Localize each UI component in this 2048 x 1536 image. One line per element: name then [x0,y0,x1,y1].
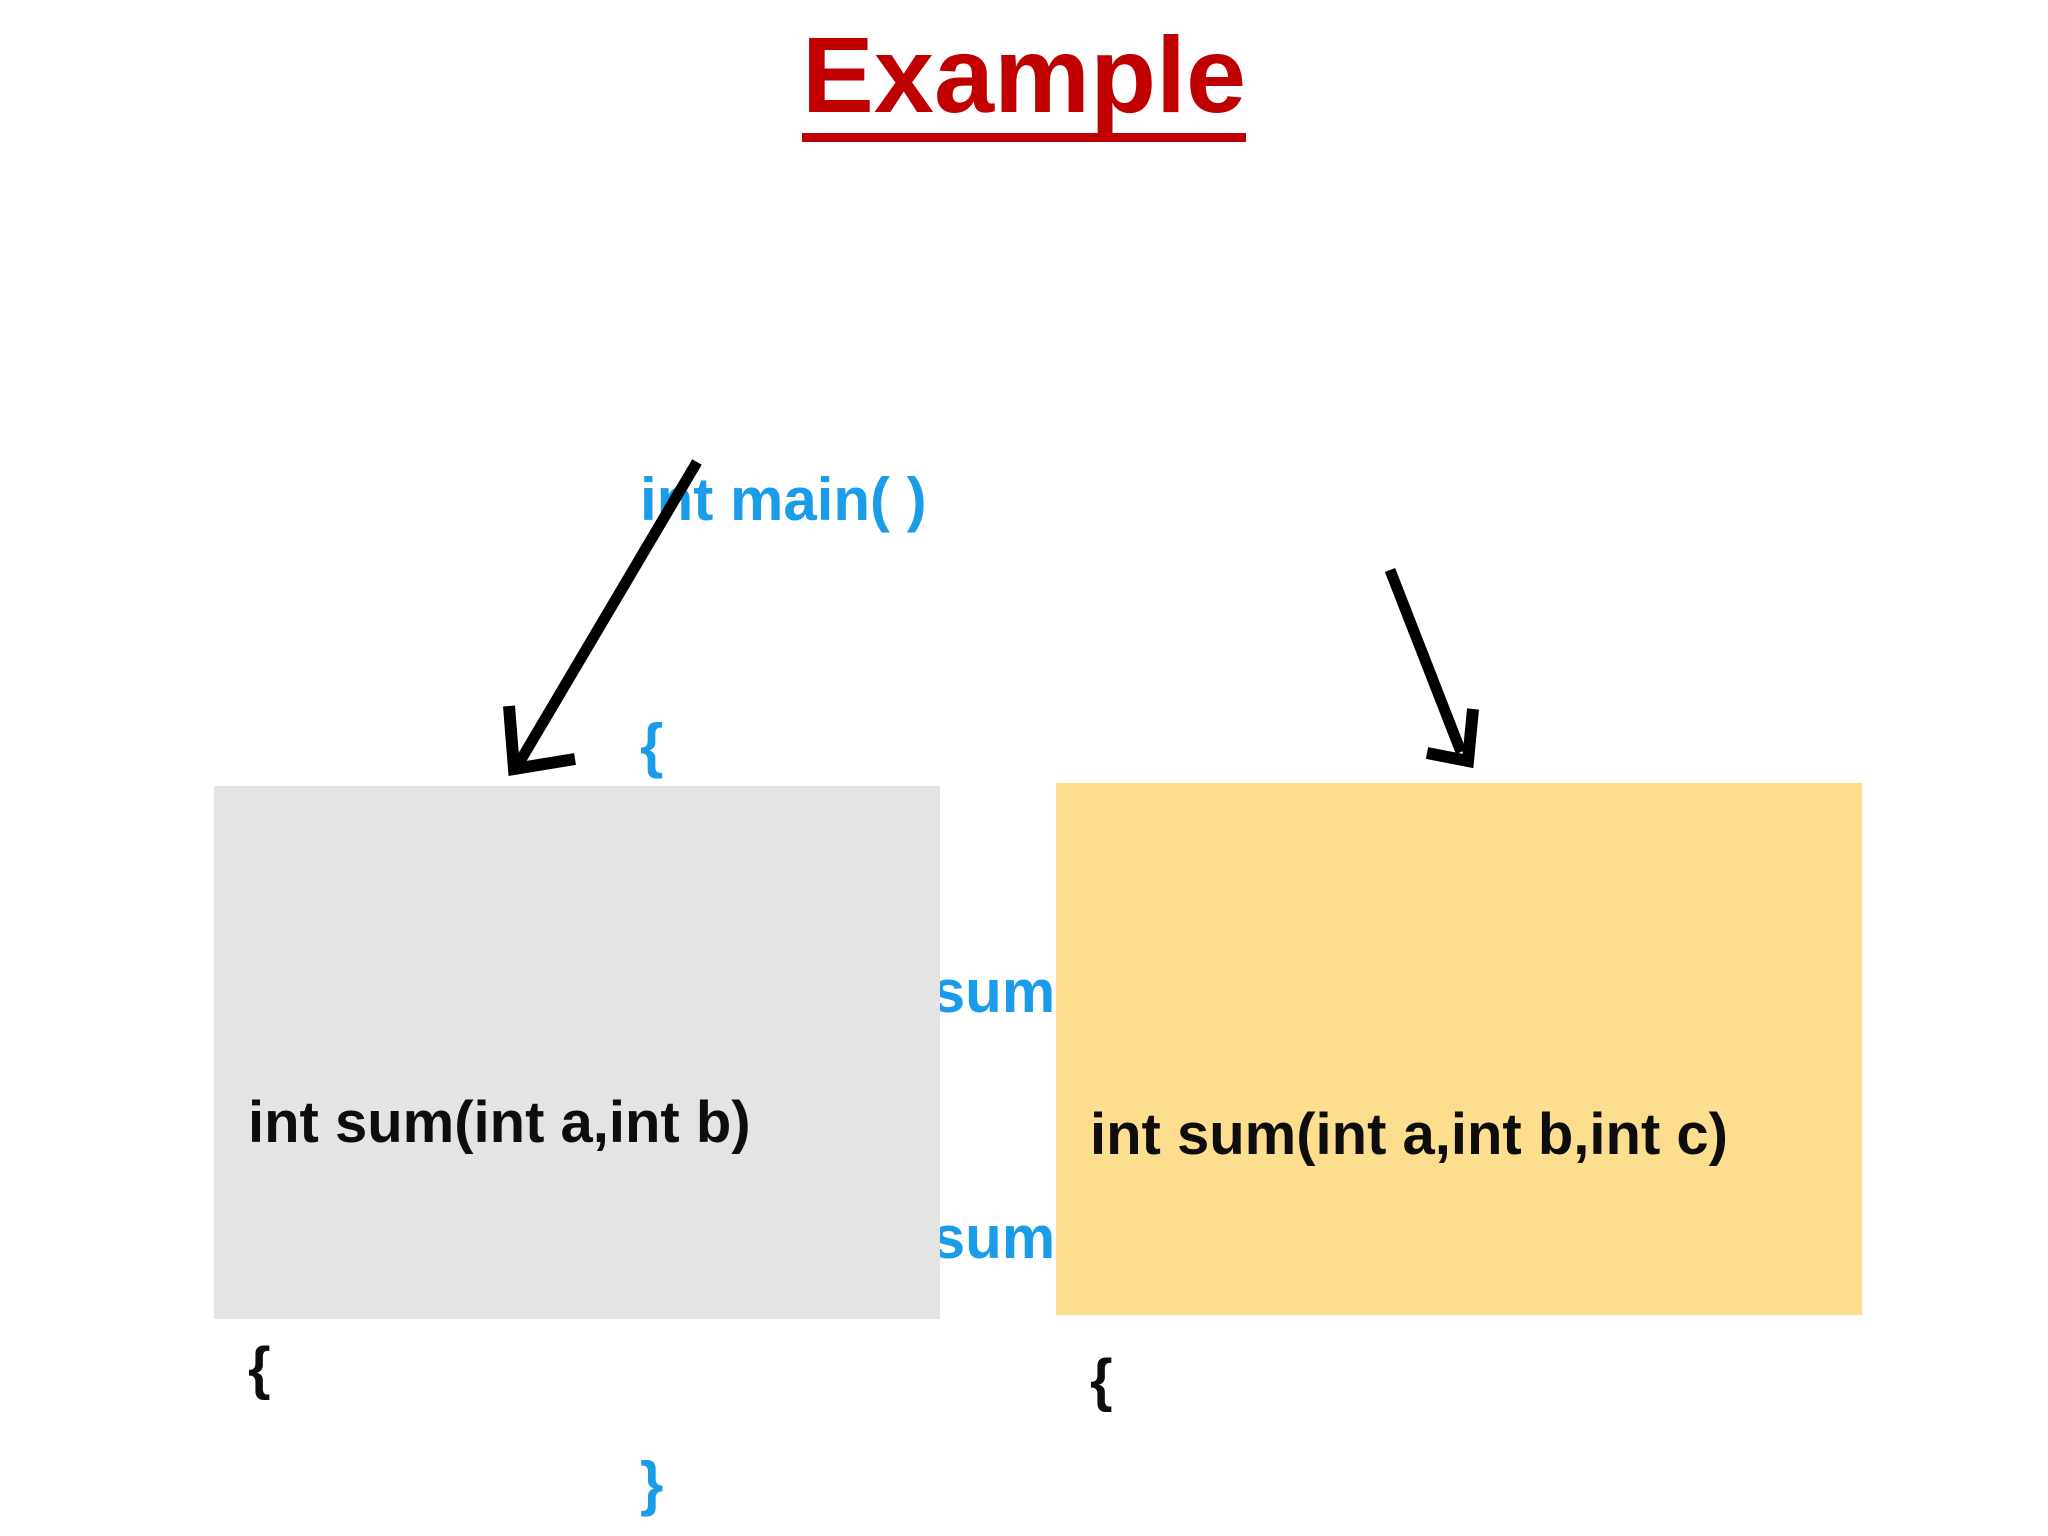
three-arg-overload-box: int sum(int a,int b,int c) { return (a+b… [1056,783,1862,1413]
main-code-line-1: int main( ) [640,466,927,533]
arrow-to-three-arg-overload [1384,568,1479,769]
two-arg-line-1: int sum(int a,int b) [248,1090,751,1155]
two-arg-overload-box: int sum(int a,int b) { return (a+b); } [214,786,940,1401]
page-title-text: Example [801,18,1247,143]
three-arg-line-2: { [1090,1348,1113,1413]
three-arg-line-1: int sum(int a,int b,int c) [1090,1102,1728,1167]
main-code-line-2: { [640,712,664,779]
page-title: Example [0,18,2048,143]
two-arg-line-2: { [248,1336,271,1401]
main-code-line-5: } [640,1450,664,1517]
